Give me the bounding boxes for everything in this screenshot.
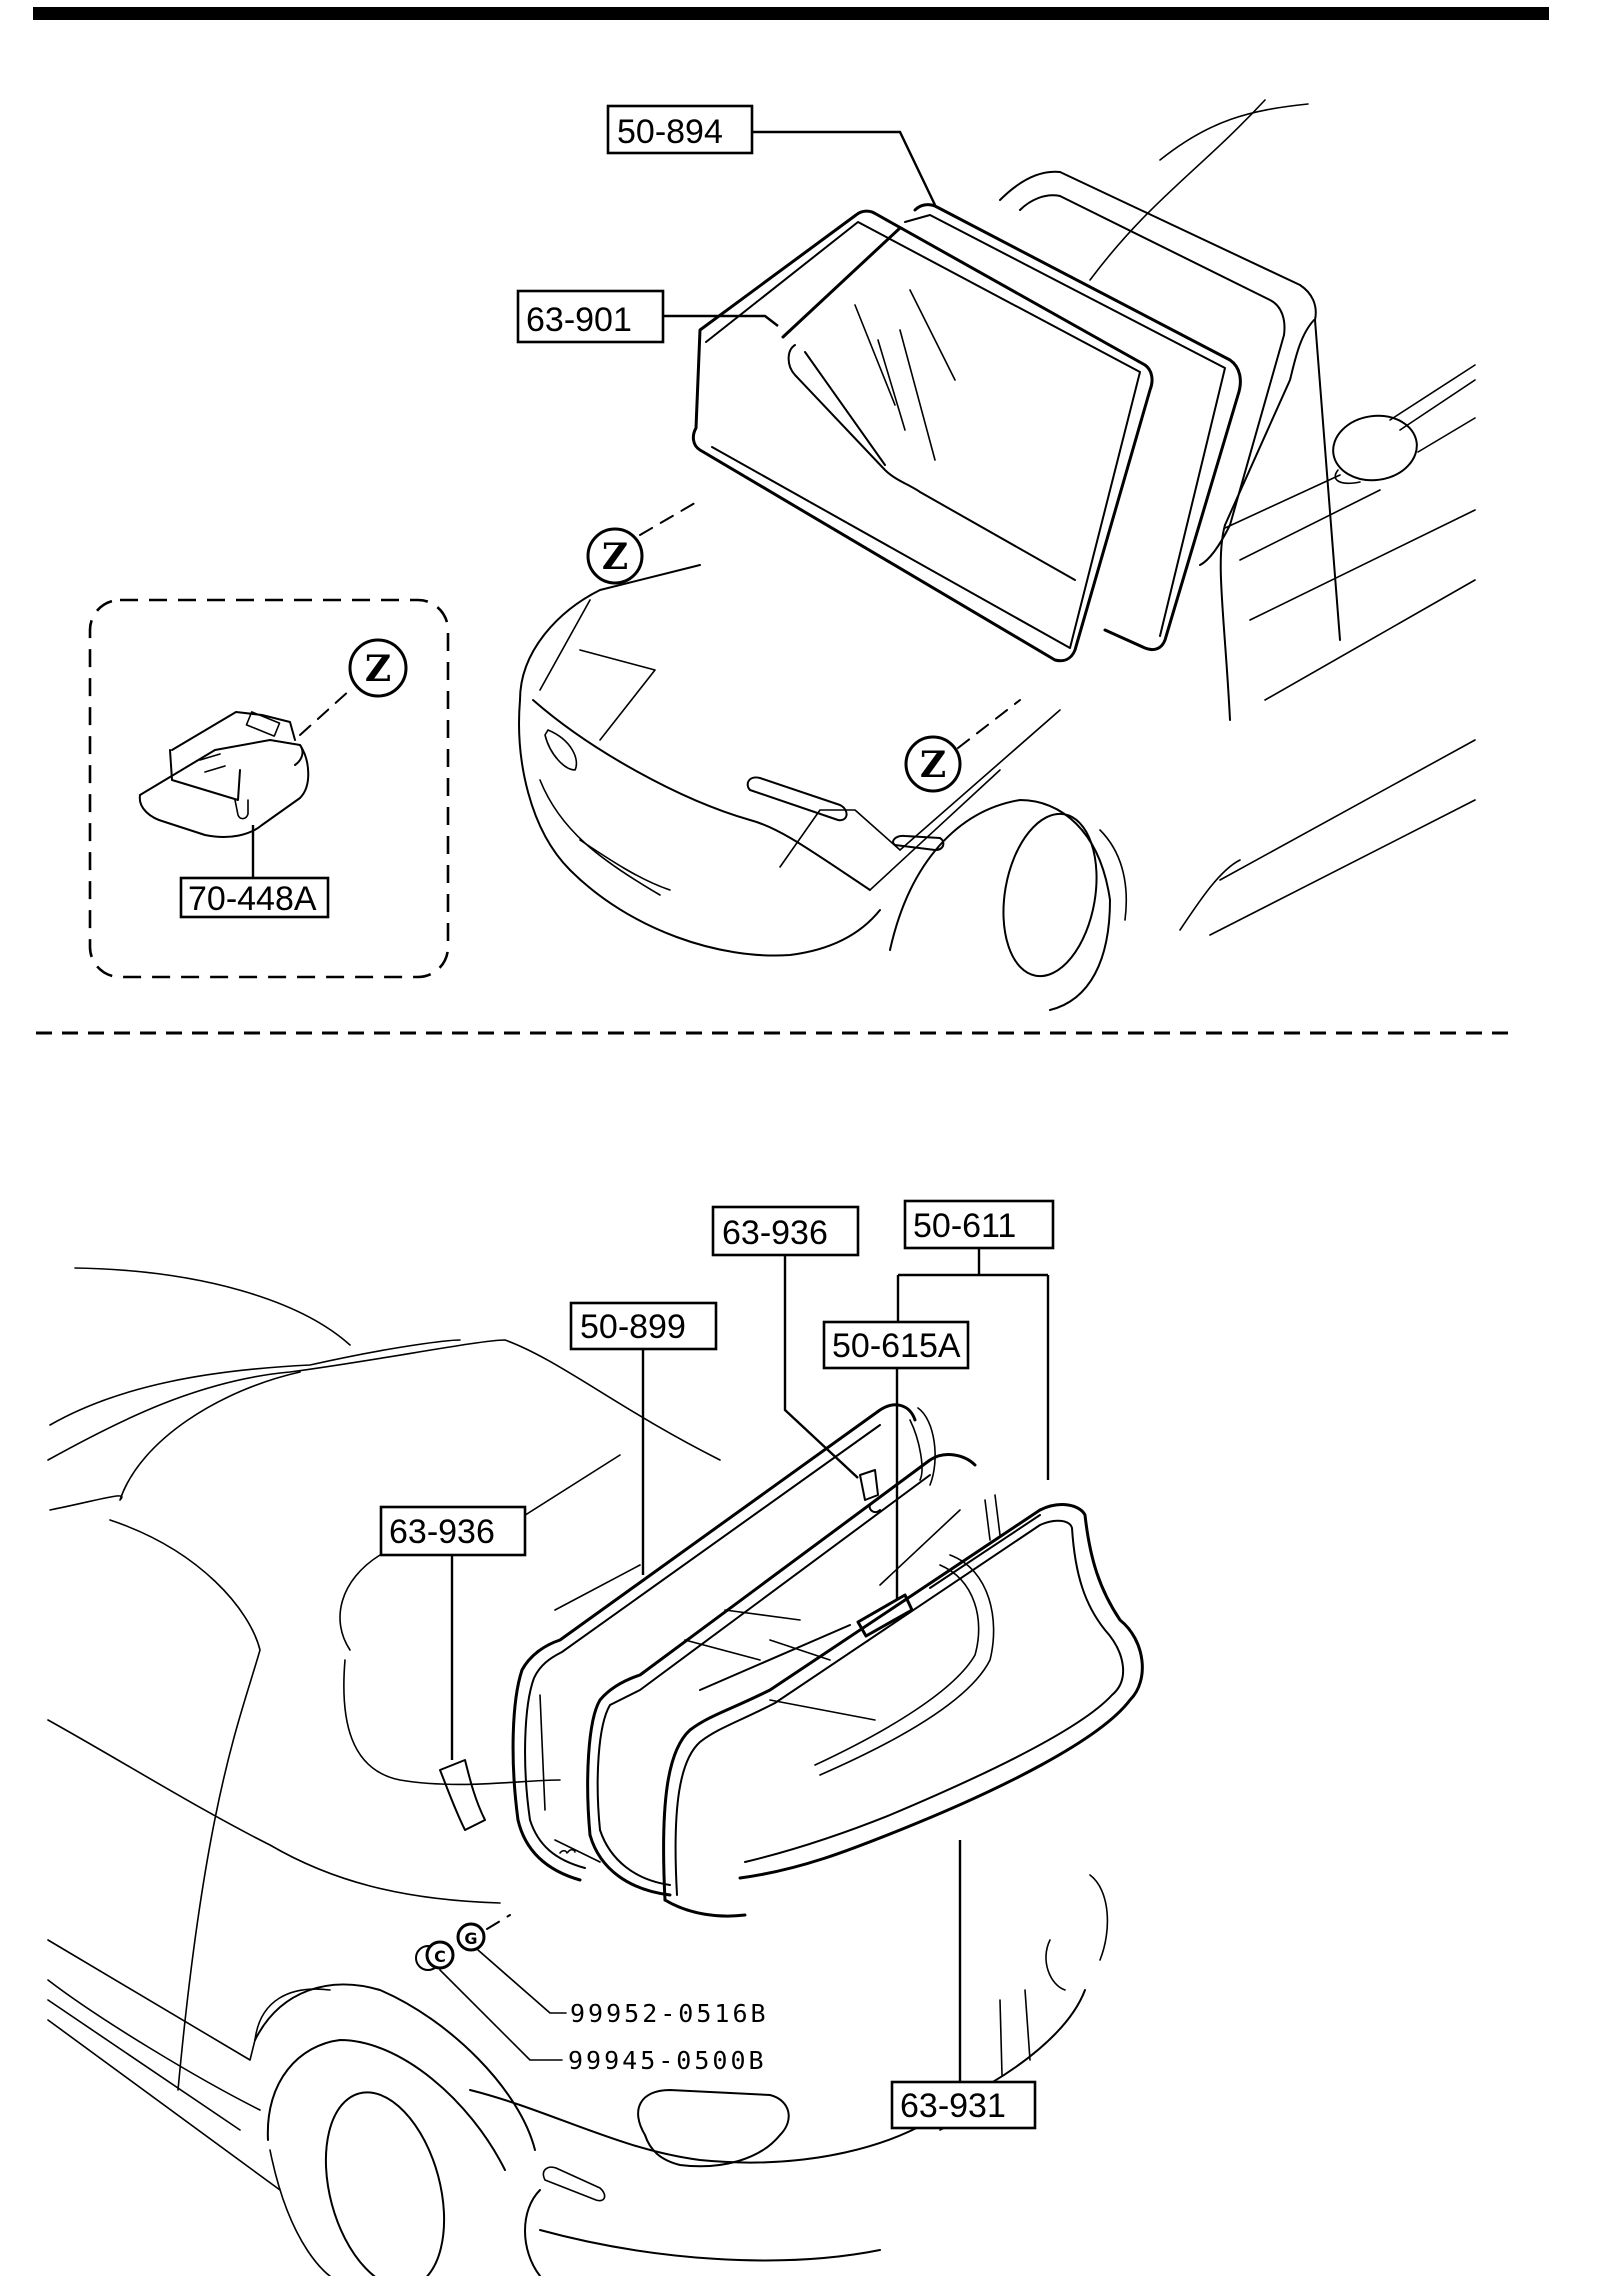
svg-text:63-901: 63-901 xyxy=(526,301,632,339)
svg-text:70-448A: 70-448A xyxy=(188,880,317,918)
part-label-63-901[interactable]: 63-901 xyxy=(516,289,779,344)
part-label-50-899[interactable]: 50-899 xyxy=(569,1301,718,1575)
svg-text:Z: Z xyxy=(920,744,946,786)
bracket-clip xyxy=(138,711,310,838)
svg-text:99952-0516B: 99952-0516B xyxy=(570,1999,769,2028)
trim-63-936-top xyxy=(859,1469,881,1514)
callout-z-inset xyxy=(348,638,408,698)
windshield-glass xyxy=(691,209,1154,663)
callout-z-front-right: Z xyxy=(904,699,1021,793)
header-bar xyxy=(33,7,1549,20)
joint-50-615A xyxy=(699,1514,1041,1691)
fastener-c: C xyxy=(415,1940,455,1971)
svg-text:63-936: 63-936 xyxy=(389,1513,495,1551)
callout-z-front-left: Z xyxy=(586,499,701,585)
part-label-50-615A[interactable]: 50-615A xyxy=(822,1320,970,1600)
svg-text:Z: Z xyxy=(602,536,628,578)
svg-text:50-611: 50-611 xyxy=(913,1207,1016,1245)
svg-text:50-899: 50-899 xyxy=(580,1308,686,1346)
svg-text:50-615A: 50-615A xyxy=(832,1327,961,1365)
detail-z-inset: Z xyxy=(88,598,450,979)
part-label-99952-0516B[interactable]: 99952-0516B xyxy=(477,1949,769,2028)
svg-text:G: G xyxy=(464,1929,477,1948)
svg-text:99945-0500B: 99945-0500B xyxy=(568,2046,767,2075)
front-car-drawing xyxy=(518,99,1476,1011)
part-label-50-894[interactable]: 50-894 xyxy=(606,104,937,206)
svg-text:63-931: 63-931 xyxy=(900,2087,1006,2125)
rear-window-glass xyxy=(662,1503,1144,1918)
svg-text:Z: Z xyxy=(365,648,391,690)
svg-text:C: C xyxy=(434,1947,446,1966)
part-label-63-931[interactable]: 63-931 xyxy=(890,1840,1037,2130)
svg-text:63-936: 63-936 xyxy=(722,1214,828,1252)
rear-car-drawing xyxy=(47,1267,1109,2276)
part-label-63-936-top[interactable]: 63-936 xyxy=(711,1205,860,1479)
fastener-g: G xyxy=(456,1914,511,1952)
svg-text:50-894: 50-894 xyxy=(617,113,723,151)
rear-window-frame xyxy=(586,1453,1001,1897)
trim-63-936-left xyxy=(439,1759,486,1831)
part-label-50-611[interactable]: 50-611 xyxy=(896,1199,1055,1480)
part-label-99945-0500B[interactable]: 99945-0500B xyxy=(439,1969,767,2075)
part-label-63-936-left[interactable]: 63-936 xyxy=(379,1505,527,1760)
weatherstrip-50-899 xyxy=(511,1403,936,1882)
windshield-molding xyxy=(781,203,1242,652)
part-label-70-448A[interactable]: 70-448A xyxy=(179,825,330,919)
